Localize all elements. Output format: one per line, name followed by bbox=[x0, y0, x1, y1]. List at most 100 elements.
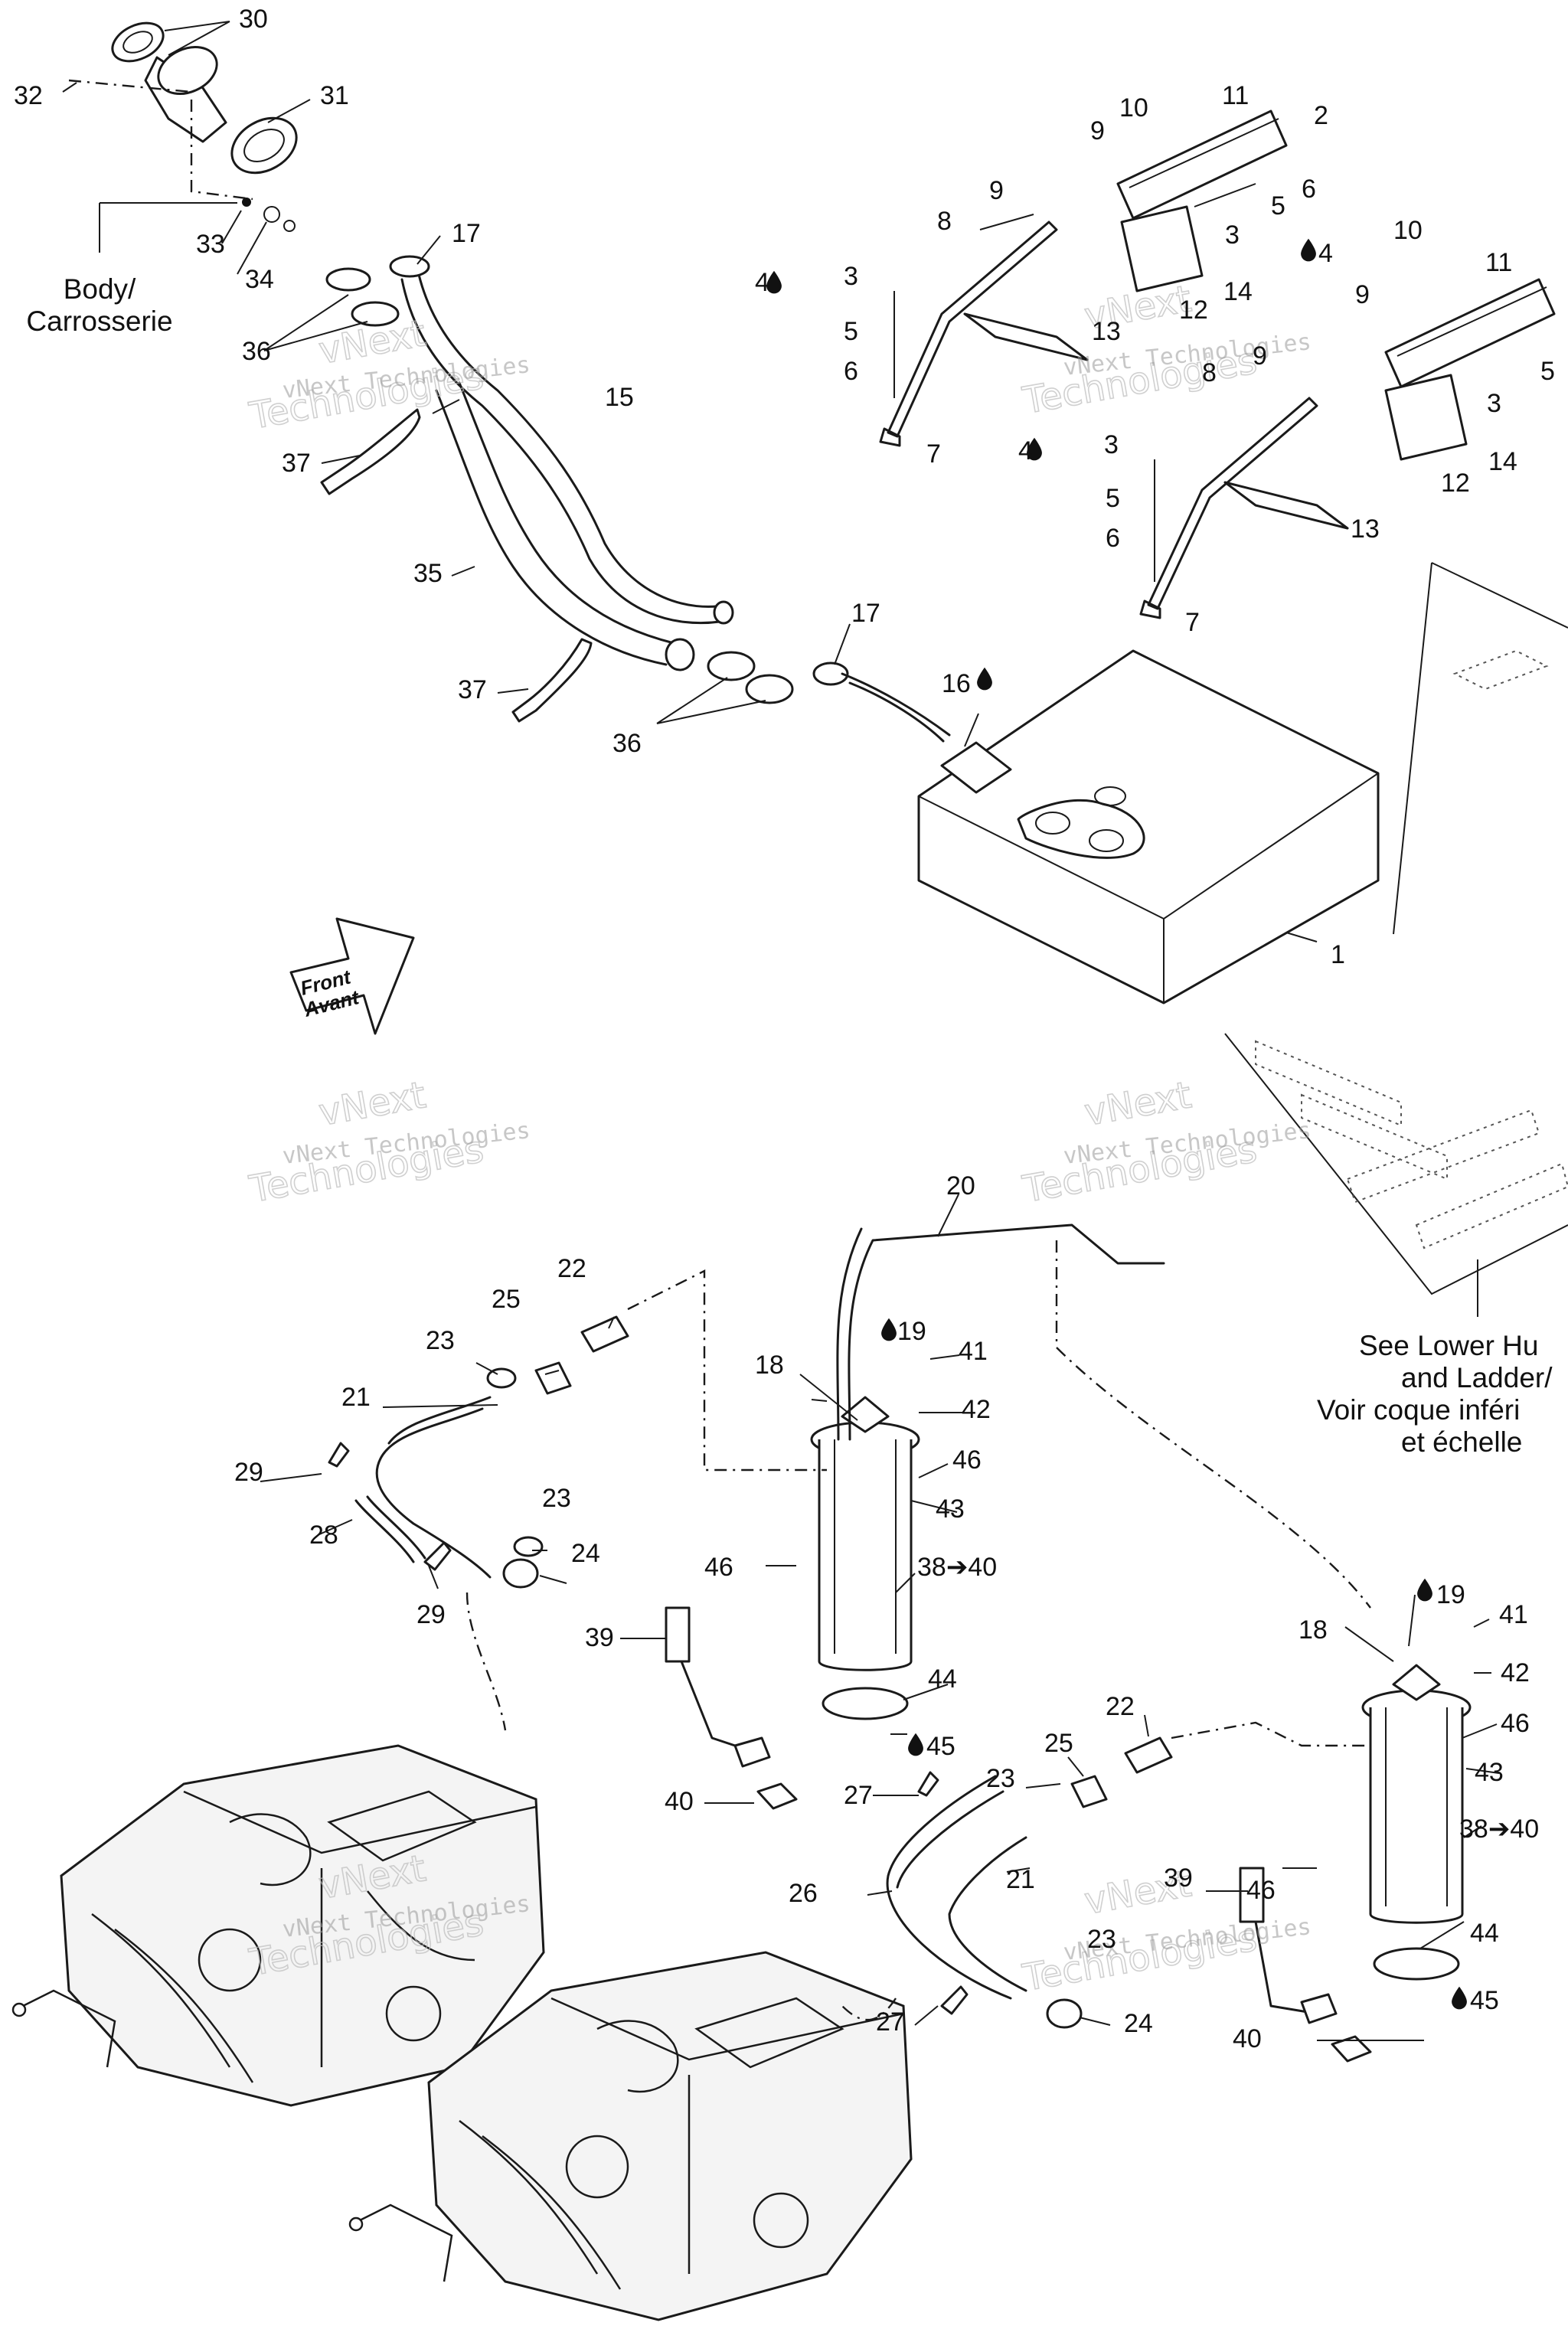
part-label: 17 bbox=[452, 219, 481, 248]
body-note-line2: Carrosserie bbox=[26, 305, 172, 337]
hull-note-line4: et échelle bbox=[1401, 1426, 1522, 1458]
part-label: 9 bbox=[1253, 341, 1267, 371]
part-label: 41 bbox=[959, 1337, 988, 1366]
part-label: 46 bbox=[952, 1446, 982, 1475]
part-label: 39 bbox=[1164, 1864, 1193, 1893]
part-label: 44 bbox=[1470, 1919, 1499, 1948]
part-label: 32 bbox=[14, 81, 43, 110]
part-label: 46 bbox=[1501, 1709, 1530, 1738]
part-label: 19 bbox=[897, 1317, 926, 1346]
part-label: 3 bbox=[1104, 430, 1119, 459]
engine-upper bbox=[11, 1744, 545, 2107]
part-label: 28 bbox=[309, 1521, 338, 1550]
part-label: 10 bbox=[1393, 216, 1423, 245]
drop-icon bbox=[977, 667, 992, 691]
part-label: 7 bbox=[926, 439, 941, 469]
body-note-line1: Body/ bbox=[64, 273, 136, 305]
part-label: 36 bbox=[612, 729, 642, 758]
tank-strap-left bbox=[879, 109, 1288, 447]
part-label: 46 bbox=[1246, 1876, 1276, 1905]
drop-icon bbox=[881, 1318, 897, 1341]
vent-line bbox=[841, 672, 951, 737]
part-label: 23 bbox=[1087, 1925, 1116, 1954]
watermark-outline-vnext: vNext bbox=[315, 1073, 429, 1135]
cable-tie-37-top bbox=[320, 408, 421, 495]
hull-note-line1: See Lower Hu bbox=[1359, 1330, 1538, 1361]
part-label: 2 bbox=[1314, 101, 1328, 130]
part-label: 24 bbox=[1124, 2009, 1153, 2038]
part-label: 4 bbox=[1318, 239, 1333, 268]
part-label: 13 bbox=[1351, 514, 1380, 544]
part-label: 10 bbox=[1119, 93, 1148, 122]
hull-note-line3: Voir coque inféri bbox=[1317, 1394, 1520, 1426]
part-label: 40 bbox=[1233, 2024, 1262, 2053]
part-label: 18 bbox=[755, 1351, 784, 1380]
part-label: 43 bbox=[1475, 1758, 1504, 1787]
part-label: 5 bbox=[1271, 191, 1285, 220]
hose-clamps-lower bbox=[707, 651, 849, 704]
cable-tie-37-lower bbox=[511, 638, 593, 723]
part-label: 41 bbox=[1499, 1600, 1528, 1629]
part-label: 9 bbox=[1355, 280, 1370, 309]
part-label: 19 bbox=[1436, 1580, 1465, 1609]
part-label: 18 bbox=[1298, 1615, 1328, 1645]
part-label: 3 bbox=[1487, 389, 1501, 418]
part-label: 45 bbox=[1470, 1986, 1499, 2015]
part-label: 40 bbox=[665, 1787, 694, 1816]
part-label: 29 bbox=[234, 1458, 263, 1487]
part-label: 9 bbox=[989, 176, 1004, 205]
part-label: 4 bbox=[755, 268, 769, 297]
part-label: 45 bbox=[926, 1732, 956, 1761]
part-labels: 30 31 32 33 34 17 36 15 37 35 37 36 17 1… bbox=[14, 5, 1555, 2053]
engine-lower bbox=[348, 1951, 913, 2321]
part-label: 12 bbox=[1179, 296, 1208, 325]
part-label: 37 bbox=[282, 449, 311, 478]
part-label: 23 bbox=[542, 1484, 571, 1513]
part-label: 21 bbox=[1006, 1865, 1035, 1894]
part-label: 23 bbox=[986, 1764, 1015, 1793]
vent-hose-35 bbox=[435, 381, 695, 671]
part-label: 8 bbox=[1202, 358, 1217, 387]
hull-note-line2: and Ladder/ bbox=[1401, 1362, 1553, 1393]
filler-neck-assembly bbox=[68, 21, 298, 253]
part-label: 22 bbox=[557, 1254, 586, 1283]
part-label: 26 bbox=[789, 1879, 818, 1908]
part-label: 29 bbox=[416, 1600, 446, 1629]
part-label: 14 bbox=[1488, 447, 1517, 476]
fuel-pump-left bbox=[665, 1223, 1165, 1810]
part-label: 24 bbox=[571, 1539, 600, 1568]
part-label: 42 bbox=[1501, 1658, 1530, 1687]
fuel-line-right bbox=[886, 1240, 1371, 2029]
watermark-outline-vnext: vNext bbox=[1081, 1073, 1194, 1135]
drop-icon bbox=[1452, 1986, 1467, 2010]
part-label: 16 bbox=[942, 669, 971, 698]
part-label: 27 bbox=[844, 1781, 873, 1810]
part-label: 15 bbox=[605, 383, 634, 412]
part-label: 13 bbox=[1092, 317, 1121, 346]
part-label: 5 bbox=[1540, 357, 1555, 386]
part-label: 23 bbox=[426, 1326, 455, 1355]
fuel-line-left bbox=[328, 1269, 827, 1731]
part-label: 44 bbox=[928, 1664, 957, 1694]
part-label: 38➔40 bbox=[917, 1553, 997, 1582]
part-label: 3 bbox=[1225, 220, 1240, 250]
part-label: 22 bbox=[1106, 1692, 1135, 1721]
part-label: 5 bbox=[844, 317, 858, 346]
part-label: 33 bbox=[196, 230, 225, 259]
part-label: 27 bbox=[876, 2007, 905, 2037]
part-label: 4 bbox=[1018, 436, 1033, 466]
part-label: 34 bbox=[245, 265, 274, 294]
part-label: 25 bbox=[1044, 1729, 1073, 1758]
part-label: 11 bbox=[1222, 81, 1249, 110]
vent-line-inner bbox=[848, 681, 945, 743]
part-label: 11 bbox=[1485, 248, 1512, 277]
part-label: 1 bbox=[1331, 940, 1345, 969]
part-label: 37 bbox=[458, 675, 487, 704]
part-label: 20 bbox=[946, 1171, 975, 1200]
part-label: 9 bbox=[1090, 116, 1105, 145]
part-label: 12 bbox=[1441, 469, 1470, 498]
part-label: 6 bbox=[1302, 175, 1316, 204]
part-label: 8 bbox=[937, 207, 952, 236]
drop-icon bbox=[908, 1733, 923, 1756]
